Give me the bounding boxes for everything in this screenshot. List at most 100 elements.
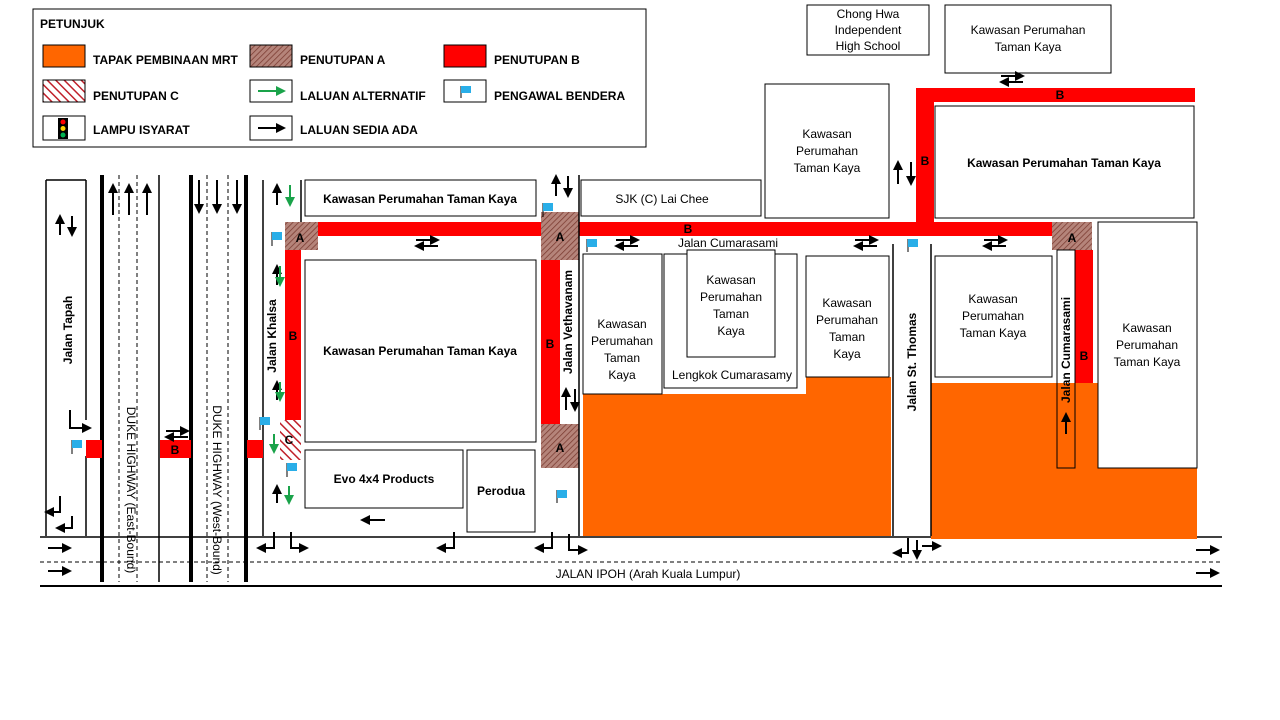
legend-closure-c-label: PENUTUPAN C bbox=[93, 89, 179, 103]
closure-b-jalan-cumarasami-east bbox=[579, 222, 1052, 236]
jalan-khalsa-road bbox=[262, 180, 302, 536]
block-tk-top-strip bbox=[304, 179, 537, 217]
tk-mid-left-line3: Taman Kaya bbox=[794, 161, 861, 175]
flag-icon bbox=[286, 463, 297, 477]
block-tk-col3 bbox=[805, 255, 890, 378]
block-taman-kaya-top-right bbox=[944, 4, 1112, 74]
flag-icon bbox=[271, 232, 282, 246]
tk-col1-line4: Kaya bbox=[608, 368, 636, 382]
jalan-cumarasami-v-road bbox=[1056, 249, 1076, 469]
alternative-route-arrows bbox=[269, 185, 295, 505]
closure-a-cumarasami bbox=[1052, 222, 1092, 250]
chong-hwa-line2: Independent bbox=[835, 23, 902, 37]
mrt-site-west bbox=[583, 394, 891, 536]
flag-icon bbox=[907, 239, 918, 252]
tk-col2-line2: Perumahan bbox=[700, 290, 762, 304]
legend-existing-label: LALUAN SEDIA ADA bbox=[300, 123, 418, 137]
traffic-light-icon bbox=[58, 118, 68, 139]
evo-label: Evo 4x4 Products bbox=[334, 472, 435, 486]
closure-a-vethavanam-south-label: A bbox=[556, 441, 565, 455]
legend-mrt-label: TAPAK PEMBINAAN MRT bbox=[93, 53, 239, 67]
road-label-jalan-st-thomas: Jalan St. Thomas bbox=[905, 312, 919, 411]
legend-flag-label: PENGAWAL BENDERA bbox=[494, 89, 625, 103]
tk-big-label: Kawasan Perumahan Taman Kaya bbox=[323, 344, 517, 358]
legend-closure-a-label: PENUTUPAN A bbox=[300, 53, 386, 67]
flag-icon bbox=[71, 440, 82, 454]
closure-a-cumarasami-label: A bbox=[1068, 231, 1077, 245]
flag-icon bbox=[460, 86, 471, 98]
closure-b-cumarasami-label: B bbox=[684, 222, 693, 236]
tk-col3-line2: Perumahan bbox=[816, 313, 878, 327]
tk-col3-line3: Taman bbox=[829, 330, 865, 344]
tk-right-wide-label: Kawasan Perumahan Taman Kaya bbox=[967, 156, 1161, 170]
chong-hwa-line1: Chong Hwa bbox=[837, 7, 900, 21]
tk-col4-line1: Kawasan bbox=[968, 292, 1017, 306]
legend-closure-b-swatch bbox=[443, 44, 487, 68]
closure-a-vethavanam-south bbox=[541, 424, 579, 468]
legend-title: PETUNJUK bbox=[40, 17, 105, 31]
block-tk-col1 bbox=[582, 253, 663, 395]
chong-hwa-line3: High School bbox=[836, 39, 901, 53]
legend-mrt-swatch bbox=[42, 44, 86, 68]
legend-closure-a-swatch bbox=[249, 44, 293, 68]
closure-b-jalan-khalsa bbox=[285, 250, 301, 420]
closure-b-tapah-end bbox=[86, 440, 102, 458]
closure-b-north-road bbox=[916, 88, 1195, 102]
tk-top-right-line2: Taman Kaya bbox=[995, 40, 1062, 54]
closure-b-khalsa-label: B bbox=[289, 329, 298, 343]
tk-col2-line3: Taman bbox=[713, 307, 749, 321]
existing-route-arrows bbox=[44, 71, 1220, 578]
sjk-label: SJK (C) Lai Chee bbox=[615, 192, 709, 206]
flag-icon bbox=[259, 417, 270, 430]
flag-icon bbox=[542, 203, 553, 217]
block-sjk-lai-chee bbox=[580, 179, 762, 217]
road-label-jalan-cumarasami: Jalan Cumarasami bbox=[678, 236, 778, 250]
closure-b-north-label: B bbox=[921, 154, 930, 168]
legend-closure-c-swatch bbox=[42, 79, 86, 103]
closure-b-jalan-cumarasami-west bbox=[318, 222, 541, 236]
flag-icon bbox=[556, 490, 567, 503]
closure-b-cumarasami-v-label: B bbox=[1080, 349, 1089, 363]
road-label-jalan-ipoh: JALAN IPOH (Arah Kuala Lumpur) bbox=[556, 567, 741, 581]
duke-highway bbox=[100, 175, 248, 582]
block-evo bbox=[304, 449, 464, 509]
road-label-jalan-cumarasami-v: Jalan Cumarasami bbox=[1059, 297, 1073, 403]
tk-far-right-line2: Perumahan bbox=[1116, 338, 1178, 352]
tk-mid-left-line2: Perumahan bbox=[796, 144, 858, 158]
block-tk-col2 bbox=[686, 249, 776, 358]
closure-b-vethavanam-label: B bbox=[546, 337, 555, 351]
tk-col4-line2: Perumahan bbox=[962, 309, 1024, 323]
closure-a-vethavanam-north-label: A bbox=[556, 230, 565, 244]
tk-col3-line4: Kaya bbox=[833, 347, 861, 361]
closure-a-khalsa-label: A bbox=[296, 231, 305, 245]
legend-alt-label: LALUAN ALTERNATIF bbox=[300, 89, 426, 103]
tk-col1-line3: Taman bbox=[604, 351, 640, 365]
road-label-jalan-tapah: Jalan Tapah bbox=[61, 296, 75, 364]
block-tk-right-wide bbox=[934, 105, 1195, 219]
closure-b-north-road-label: B bbox=[1056, 88, 1065, 102]
tk-top-right-line1: Kawasan Perumahan bbox=[971, 23, 1086, 37]
tk-mid-left-line1: Kawasan bbox=[802, 127, 851, 141]
road-label-jalan-khalsa: Jalan Khalsa bbox=[265, 299, 279, 373]
tk-col3-line1: Kawasan bbox=[822, 296, 871, 310]
tk-far-right-line1: Kawasan bbox=[1122, 321, 1171, 335]
road-label-jalan-vethavanam: Jalan Vethavanam bbox=[561, 270, 575, 374]
block-tk-far-right bbox=[1097, 221, 1198, 469]
tk-col2-line4: Kaya bbox=[717, 324, 745, 338]
block-tk-mid-left bbox=[764, 83, 890, 219]
jalan-tapah-road bbox=[45, 179, 87, 536]
closure-b-khalsa-end bbox=[247, 440, 263, 458]
closure-b-duke-label: B bbox=[171, 443, 180, 457]
tk-col1-line2: Perumahan bbox=[591, 334, 653, 348]
flagman-markers bbox=[71, 203, 918, 503]
closure-b-jalan-vethavanam bbox=[541, 260, 560, 424]
tk-col4-line3: Taman Kaya bbox=[960, 326, 1027, 340]
closure-a-vethavanam-north bbox=[541, 212, 579, 260]
block-chong-hwa bbox=[806, 4, 930, 56]
closure-a-khalsa bbox=[285, 222, 318, 250]
perodua-label: Perodua bbox=[477, 484, 525, 498]
flag-icon bbox=[586, 239, 597, 252]
tk-far-right-line3: Taman Kaya bbox=[1114, 355, 1181, 369]
closure-b-north-link bbox=[916, 88, 934, 222]
